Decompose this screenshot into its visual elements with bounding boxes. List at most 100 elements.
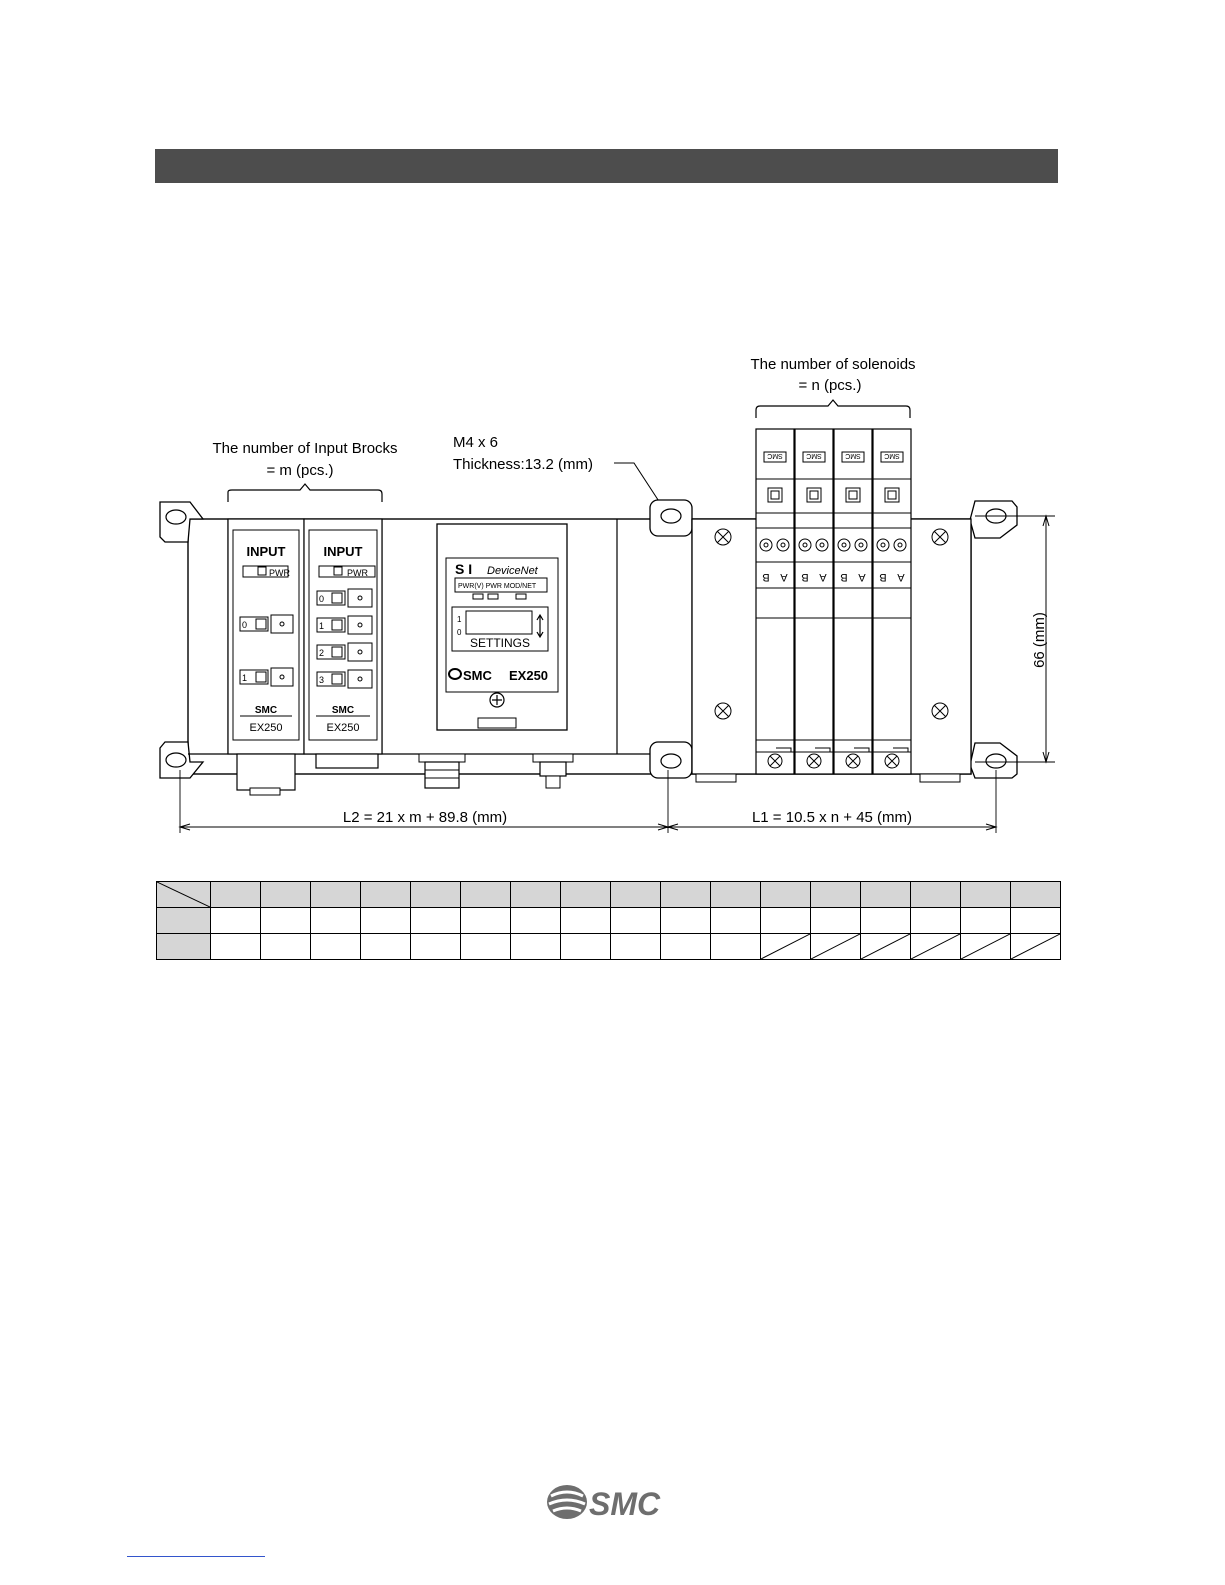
input-blocks-count: = m (pcs.) <box>266 462 333 479</box>
table-cell <box>760 933 811 960</box>
table-cell <box>510 907 561 934</box>
si-unit-brand: SMC <box>463 668 493 683</box>
valve-screw-icon <box>806 753 822 769</box>
valve-label: SMC <box>806 452 822 459</box>
table-cell <box>960 933 1011 960</box>
input-blocks-brace <box>227 483 383 502</box>
table-cell <box>460 933 511 960</box>
dimension-table <box>156 881 1061 960</box>
si-unit-leds: PWR(V) PWR MOD/NET <box>458 583 537 590</box>
table-row-header <box>156 907 211 934</box>
input-connectors <box>236 753 379 796</box>
mounting-ear-top-left <box>159 501 205 543</box>
mounting-ear-bottom-right <box>969 742 1018 779</box>
table-cell <box>460 907 511 934</box>
screw-leader <box>614 462 665 510</box>
table-row <box>156 881 1061 908</box>
table-header-cell <box>560 881 611 908</box>
base-screw-tl <box>714 528 732 546</box>
base-screw-br <box>931 702 949 720</box>
table-cell <box>560 907 611 934</box>
table-cell <box>410 933 461 960</box>
valve-screw-icon <box>845 753 861 769</box>
table-header-cell <box>210 881 261 908</box>
l2-dim-label: L2 = 21 x m + 89.8 (mm) <box>343 809 507 826</box>
input-block-1-title: INPUT <box>247 544 286 559</box>
input-block-1-model: EX250 <box>249 722 282 734</box>
input-block-2-brand: SMC <box>332 705 354 716</box>
table-header-cell <box>910 881 961 908</box>
port-b-label: B <box>840 571 847 583</box>
table-header-cell <box>610 881 661 908</box>
port-a-label: A <box>897 571 905 583</box>
table-header-cell <box>960 881 1011 908</box>
input-blocks-label: The number of Input Brocks <box>212 440 397 457</box>
input-block-1-ch0: 0 <box>242 620 247 630</box>
smc-footer-logo: SMC <box>547 1485 661 1522</box>
si-unit-settings: SETTINGS <box>470 636 530 650</box>
table-cell <box>360 907 411 934</box>
valve-label: SMC <box>884 452 900 459</box>
footer-link-underline <box>127 1556 265 1557</box>
port-b-label: B <box>801 571 808 583</box>
table-cell <box>560 933 611 960</box>
table-cell <box>610 933 661 960</box>
si-unit-subtitle: DeviceNet <box>487 565 539 577</box>
table-header-cell <box>1010 881 1061 908</box>
base-screw-tr <box>931 528 949 546</box>
footer-logo-text: SMC <box>589 1486 661 1522</box>
table-header-cell <box>360 881 411 908</box>
table-cell <box>860 933 911 960</box>
table-cell <box>1010 907 1061 934</box>
table-cell <box>810 933 861 960</box>
table-cell <box>660 907 711 934</box>
si-connectors <box>418 753 574 789</box>
port-b-label: B <box>879 571 886 583</box>
input-block-1: INPUT PWR 0 1 SMC EX250 <box>227 518 305 755</box>
mounting-ear-top-right <box>969 500 1018 539</box>
height-dim-label: 66 (mm) <box>1031 612 1048 668</box>
input-block-2-ch3: 3 <box>319 675 324 685</box>
table-cell <box>260 933 311 960</box>
table-header-cell <box>660 881 711 908</box>
screw-thickness: Thickness:13.2 (mm) <box>453 456 593 473</box>
table-cell <box>360 933 411 960</box>
table-row <box>156 907 1061 934</box>
port-a-label: A <box>858 571 866 583</box>
table-header-cell <box>510 881 561 908</box>
solenoids-count: = n (pcs.) <box>799 377 862 394</box>
input-block-2-title: INPUT <box>324 544 363 559</box>
table-row-header <box>156 933 211 960</box>
input-block-2-pwr: PWR <box>347 568 368 578</box>
mounting-ear-top-middle <box>649 499 693 537</box>
si-unit-screw-icon <box>489 692 505 708</box>
si-unit-switch-top: 1 <box>457 615 462 624</box>
si-unit-smc-logo-icon <box>448 668 462 680</box>
table-cell <box>510 933 561 960</box>
mounting-ear-bottom-middle <box>649 741 693 779</box>
port-b-label: B <box>762 571 769 583</box>
si-unit: S I DeviceNet PWR(V) PWR MOD/NET 1 0 SET… <box>436 523 568 731</box>
table-header-cell <box>710 881 761 908</box>
table-cell <box>710 933 761 960</box>
input-block-2-ch0: 0 <box>319 594 324 604</box>
length-dimensions: L2 = 21 x m + 89.8 (mm) L1 = 10.5 x n + … <box>178 770 998 833</box>
base-screw-bl <box>714 702 732 720</box>
solenoids-brace <box>755 399 911 418</box>
table-cell <box>710 907 761 934</box>
input-block-2-ch1: 1 <box>319 621 324 631</box>
table-header-cell <box>760 881 811 908</box>
mounting-ear-bottom-left <box>159 741 205 779</box>
input-block-2-model: EX250 <box>326 722 359 734</box>
table-cell <box>660 933 711 960</box>
screw-spec: M4 x 6 <box>453 434 498 451</box>
table-header-cell <box>810 881 861 908</box>
table-header-cell <box>860 881 911 908</box>
valve-label: SMC <box>767 452 783 459</box>
smc-logo-icon <box>547 1485 587 1519</box>
l1-dim-label: L1 = 10.5 x n + 45 (mm) <box>752 809 912 826</box>
